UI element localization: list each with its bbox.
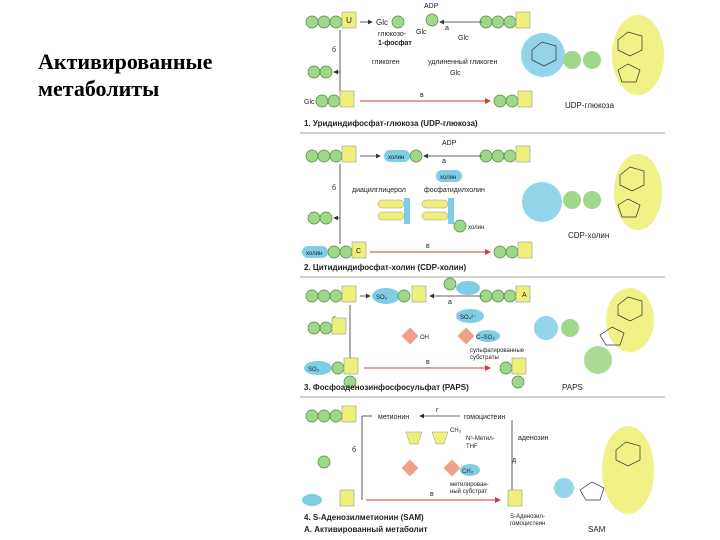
glycogen-label: гликоген bbox=[372, 59, 400, 66]
thf-label: THF bbox=[466, 444, 478, 450]
panel1-caption: 1. Уридиндифосфат-глюкоза (UDP-глюкоза) bbox=[304, 119, 478, 128]
paps-structure bbox=[534, 288, 654, 374]
step-v-4: в bbox=[430, 491, 434, 498]
step-g-4: г bbox=[436, 407, 439, 414]
glc-label: Glc bbox=[376, 18, 388, 27]
step-d-4: д bbox=[512, 457, 516, 464]
choline-label: холин bbox=[388, 155, 404, 161]
udp-glucose-label: UDP-глюкоза bbox=[565, 101, 615, 110]
phosphatidylcholine-label: фосфатидилхолин bbox=[424, 187, 485, 194]
methionine-label: метионин bbox=[378, 414, 409, 421]
so4-label: SO₄²⁻ bbox=[460, 315, 476, 321]
cdp-choline-label: CDP-холин bbox=[568, 231, 609, 240]
glucose-1p-label: глюкозо- bbox=[378, 31, 407, 38]
step-a-2: а bbox=[442, 158, 446, 165]
panel-sam: метионин г гомоцистеин CH₃ N⁵-Метил- THF… bbox=[302, 405, 654, 534]
methylated-label2: ный субстрат bbox=[450, 488, 487, 495]
u-label: U bbox=[346, 16, 352, 25]
adp-label-2: ADP bbox=[442, 140, 457, 147]
adenosine-label: аденозин bbox=[518, 435, 549, 442]
ch3-label-2: CH₃ bbox=[462, 469, 474, 475]
panel3-caption: 3. Фосфоаденозинфосфосульфат (PAPS) bbox=[304, 383, 469, 392]
substrates-label: субстраты bbox=[470, 355, 499, 361]
panel-paps: SO₃ а A SO₄²⁻ б OH C–SO₃ сульфатированны… bbox=[300, 277, 665, 398]
utp-chain: U bbox=[305, 11, 357, 29]
glc-label-2: Glc bbox=[416, 29, 427, 36]
so3-label: SO₃ bbox=[376, 295, 388, 301]
glucose-1p-label2: 1-фосфат bbox=[378, 40, 412, 47]
step-b-4: б bbox=[352, 446, 356, 454]
udp-glucose-structure bbox=[521, 15, 664, 95]
glc-label-5: Glc bbox=[304, 99, 315, 106]
slide-title-line2: метаболиты bbox=[38, 76, 160, 101]
c-so3-label: C–SO₃ bbox=[476, 335, 495, 341]
metabolite-figure: U Glc глюкозо- 1-фосфат ADP Glc Glc а б … bbox=[300, 0, 665, 540]
c-label: C bbox=[356, 248, 361, 255]
sam-structure bbox=[554, 426, 654, 514]
sah-label: S-Аденозил- bbox=[510, 514, 545, 520]
a-label: A bbox=[522, 292, 527, 299]
cdp-choline-structure bbox=[522, 154, 662, 230]
step-b-1: б bbox=[332, 46, 336, 54]
slide-title: Активированные метаболиты bbox=[38, 48, 278, 102]
adp-label: ADP bbox=[424, 3, 439, 10]
step-a-1: а bbox=[445, 25, 449, 32]
elongated-glycogen-label: удлиненный гликоген bbox=[428, 58, 497, 66]
slide-title-line1: Активированные bbox=[38, 49, 213, 74]
panel2-caption: 2. Цитидиндифосфат-холин (CDP-холин) bbox=[304, 263, 466, 272]
panel-udp-glucose: U Glc глюкозо- 1-фосфат ADP Glc Glc а б … bbox=[300, 3, 665, 134]
sulfated-label: сульфатированные bbox=[470, 348, 525, 354]
figure-canvas: U Glc глюкозо- 1-фосфат ADP Glc Glc а б … bbox=[300, 3, 665, 534]
step-a-3: а bbox=[448, 299, 452, 306]
choline-p-label: холин bbox=[468, 225, 484, 231]
step-b-2: б bbox=[332, 184, 336, 192]
panel-cdp-choline: холин ADP а холин диацилглицерол фосфати… bbox=[300, 140, 665, 278]
choline-label-3: холин bbox=[306, 251, 322, 257]
sam-label: SAM bbox=[588, 525, 606, 534]
homocysteine-label: гомоцистеин bbox=[464, 414, 505, 421]
sah-label2: гомоцистеин bbox=[510, 521, 545, 527]
paps-label: PAPS bbox=[562, 383, 583, 392]
lipid-bilayer-icons bbox=[377, 198, 454, 224]
n5-methyl-label: N⁵-Метил- bbox=[466, 435, 495, 442]
oh-label: OH bbox=[420, 335, 429, 341]
step-v-2: в bbox=[426, 243, 430, 250]
step-v-3: в bbox=[426, 359, 430, 366]
footer-caption: А. Активированный метаболит bbox=[304, 525, 428, 534]
methylated-label: метилирован- bbox=[450, 482, 489, 488]
so3-label-2: SO₃ bbox=[308, 367, 320, 373]
diacylglycerol-label: диацилглицерол bbox=[352, 187, 406, 194]
choline-label-2: холин bbox=[440, 175, 456, 181]
glc-label-3: Glc bbox=[458, 35, 469, 42]
panel4-caption: 4. S-Аденозилметионин (SAM) bbox=[304, 513, 424, 522]
glc-label-4: Glc bbox=[450, 70, 461, 77]
ch3-label: CH₃ bbox=[450, 428, 462, 434]
atp-chain-1 bbox=[479, 11, 531, 29]
step-v-1: в bbox=[420, 92, 424, 99]
